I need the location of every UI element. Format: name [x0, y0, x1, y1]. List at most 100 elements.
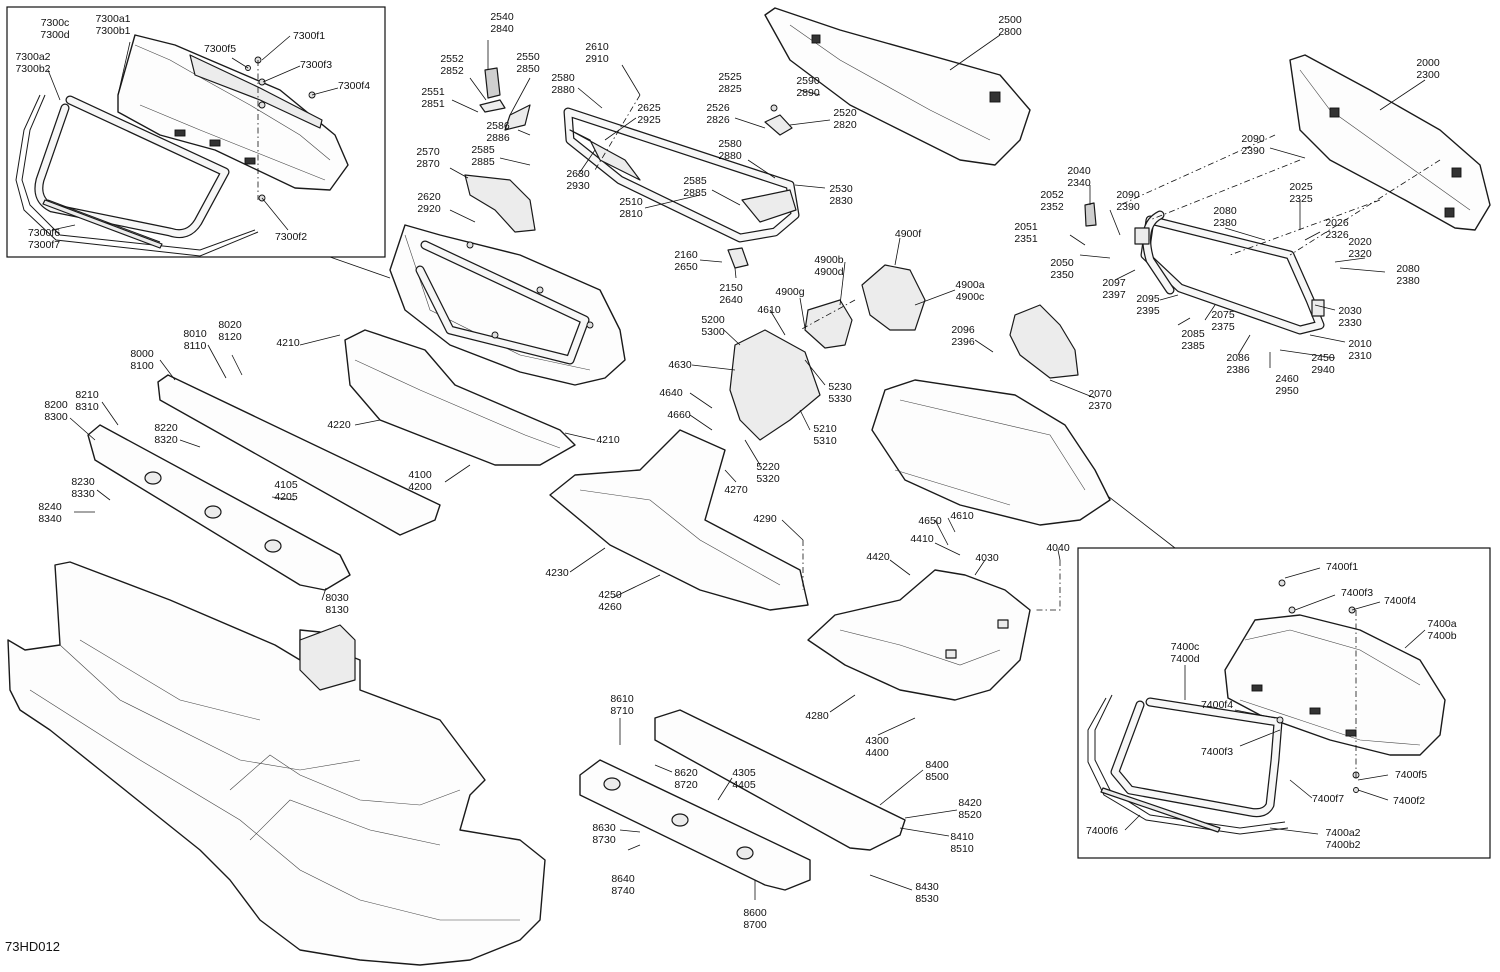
part-callout: 7300f2	[275, 231, 307, 243]
callout-line: 7400f4	[1201, 699, 1233, 711]
callout-line: 2326	[1325, 229, 1349, 241]
callout-line: 7300c	[41, 17, 70, 29]
bracket-2070	[1009, 304, 1079, 379]
cover-4900	[804, 264, 926, 349]
callout-line: 4305	[732, 767, 756, 779]
callout-line: 2150	[719, 282, 743, 294]
callout-line: 8020	[218, 319, 242, 331]
callout-line: 8130	[325, 604, 349, 616]
part-callout: 7300f3	[300, 59, 332, 71]
callout-line: 2825	[718, 83, 742, 95]
callout-line: 8210	[75, 389, 99, 401]
inset-door-7300	[15, 34, 349, 257]
callout-line: 2500	[998, 14, 1022, 26]
callout-line: 4900g	[775, 286, 804, 298]
callout-line: 2300	[1416, 69, 1440, 81]
callout-line: 8200	[44, 399, 68, 411]
callout-line: 8320	[154, 434, 178, 446]
callout-line: 7400f3	[1341, 587, 1373, 599]
rocker-guard-8600	[579, 759, 811, 891]
callout-line: 2625	[637, 102, 661, 114]
callout-line: 8100	[130, 360, 154, 372]
callout-line: 8620	[674, 767, 698, 779]
callout-line: 2890	[796, 87, 820, 99]
callout-line: 2310	[1348, 350, 1372, 362]
callout-line: 4410	[910, 533, 934, 545]
callout-line: 8730	[592, 834, 616, 846]
part-callout: 4210	[596, 434, 620, 446]
callout-line: 4900c	[956, 291, 985, 303]
callout-line: 2585	[683, 175, 707, 187]
callout-line: 2460	[1275, 373, 1299, 385]
callout-line: 8740	[611, 885, 635, 897]
callout-line: 2650	[674, 261, 698, 273]
part-callout: 7400f4	[1384, 595, 1416, 607]
door-frame-left	[389, 224, 626, 386]
callout-line: 8510	[950, 843, 974, 855]
part-callout: 4030	[975, 552, 999, 564]
callout-line: 2160	[674, 249, 698, 261]
callout-line: 2610	[585, 41, 609, 53]
callout-line: 2050	[1050, 257, 1074, 269]
callout-line: 2520	[833, 107, 857, 119]
callout-line: 5330	[828, 393, 852, 405]
callout-line: 8520	[958, 809, 982, 821]
callout-line: 4260	[598, 601, 622, 613]
floor-pan-right	[871, 379, 1111, 526]
part-callout: 4230	[545, 567, 569, 579]
part-callout: 4280	[805, 710, 829, 722]
callout-line: 4280	[805, 710, 829, 722]
rocker-guard-8400	[654, 709, 906, 851]
callout-line: 4900a	[955, 279, 984, 291]
callout-line: 2025	[1289, 181, 1313, 193]
callout-line: 4660	[667, 409, 691, 421]
part-callout: 4660	[667, 409, 691, 421]
callout-line: 8500	[925, 771, 949, 783]
inset-door-7400	[1087, 579, 1446, 835]
callout-line: 4210	[276, 337, 300, 349]
callout-line: 7300f6	[28, 227, 60, 239]
callout-line: 8110	[184, 340, 207, 352]
part-callout: 4220	[327, 419, 351, 431]
part-callout: 7400f1	[1326, 561, 1358, 573]
part-callout: 4640	[659, 387, 683, 399]
callout-line: 5200	[701, 314, 725, 326]
callout-line: 4210	[596, 434, 620, 446]
callout-line: 8330	[71, 488, 95, 500]
floor-pan-4100	[344, 329, 576, 466]
callout-line: 7400f3	[1201, 746, 1233, 758]
part-callout: 4410	[910, 533, 934, 545]
callout-line: 2852	[440, 65, 464, 77]
callout-line: 2850	[516, 63, 540, 75]
door-frame-2090	[1134, 210, 1325, 335]
callout-line: 7300a2	[15, 51, 50, 63]
callout-line: 2080	[1213, 205, 1237, 217]
door-frame-2510	[563, 107, 800, 243]
callout-line: 7400c	[1171, 641, 1200, 653]
callout-line: 4250	[598, 589, 622, 601]
callout-line: 2070	[1088, 388, 1112, 400]
